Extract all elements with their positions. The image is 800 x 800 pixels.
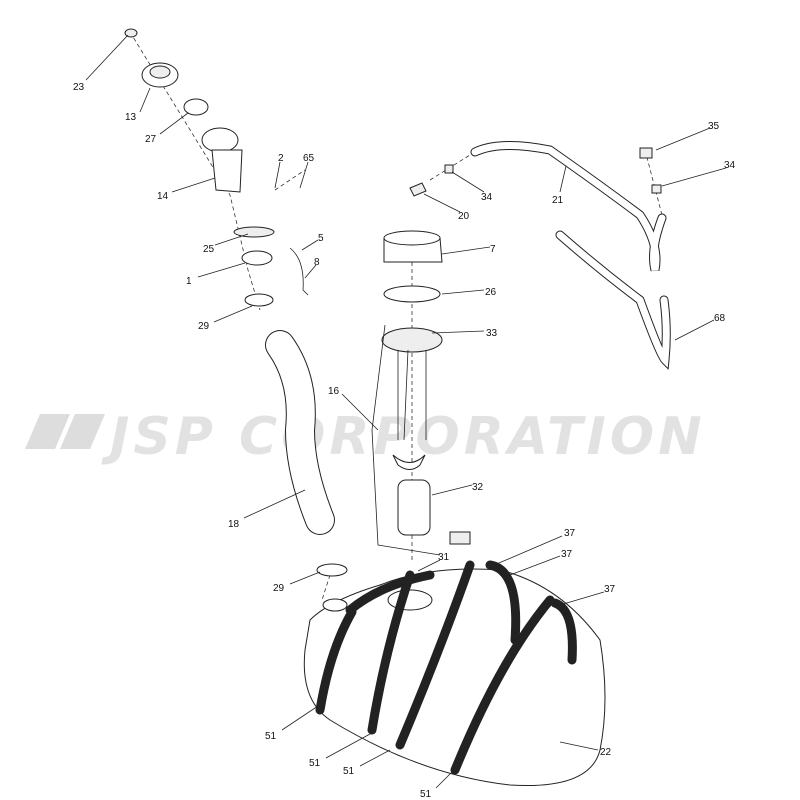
callout-21: 21 (552, 195, 564, 206)
callout-32: 32 (472, 482, 484, 493)
callout-23: 23 (73, 82, 85, 93)
part-cap (124, 28, 309, 307)
callout-29: 29 (273, 583, 285, 594)
callout-18: 18 (228, 519, 240, 530)
watermark: JSP CORPORATION (25, 407, 706, 467)
callout-51: 51 (343, 766, 355, 777)
callout-7: 7 (490, 244, 496, 255)
callout-2: 2 (278, 153, 284, 164)
callout-34: 34 (724, 160, 736, 171)
svg-text:JSP CORPORATION: JSP CORPORATION (101, 407, 706, 467)
callout-26: 26 (485, 287, 497, 298)
callout-65: 65 (303, 153, 315, 164)
callout-13: 13 (125, 112, 137, 123)
callout-37: 37 (604, 584, 616, 595)
callout-16: 16 (328, 386, 340, 397)
part-vent-hoses (409, 140, 671, 370)
callout-27: 27 (145, 134, 157, 145)
callout-22: 22 (600, 747, 612, 758)
callout-14: 14 (157, 191, 169, 202)
part-fuel-pump (371, 230, 471, 556)
callout-8: 8 (314, 257, 320, 268)
callout-37: 37 (561, 549, 573, 560)
callout-35: 35 (708, 121, 720, 132)
callout-29: 29 (198, 321, 210, 332)
callout-25: 25 (203, 244, 215, 255)
callout-1: 1 (186, 276, 192, 287)
callout-20: 20 (458, 211, 470, 222)
callout-51: 51 (420, 789, 432, 800)
callout-51: 51 (309, 758, 321, 769)
part-filler-hose (265, 330, 348, 577)
callout-51: 51 (265, 731, 277, 742)
callout-34: 34 (481, 192, 493, 203)
part-fuel-tank (303, 560, 606, 787)
callout-33: 33 (486, 328, 498, 339)
callout-37: 37 (564, 528, 576, 539)
callout-68: 68 (714, 313, 726, 324)
callout-5: 5 (318, 233, 324, 244)
callouts: 23 13 27 14 2 65 25 5 1 8 29 34 20 21 35… (73, 34, 736, 800)
callout-31: 31 (438, 552, 450, 563)
